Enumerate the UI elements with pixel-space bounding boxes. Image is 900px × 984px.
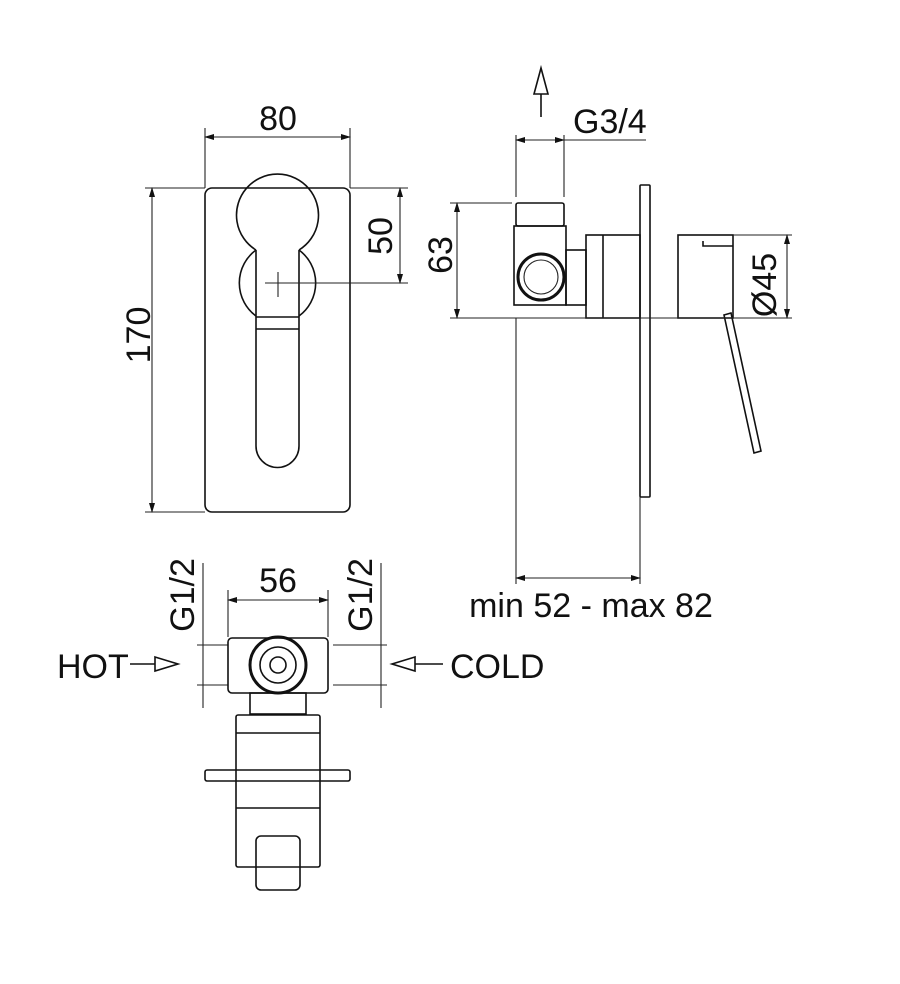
outlet-thread-label: G3/4 bbox=[573, 103, 647, 141]
handle-notch bbox=[702, 241, 733, 247]
outlet-bore bbox=[259, 646, 297, 684]
front-view: 80 170 50 bbox=[120, 100, 408, 513]
body-neck bbox=[249, 692, 307, 715]
outlet-cap bbox=[515, 202, 565, 227]
lever-side bbox=[723, 311, 762, 455]
dimension-56: 56 bbox=[259, 562, 297, 600]
inlet-thread bbox=[516, 252, 566, 302]
dimension-170: 170 bbox=[120, 307, 158, 364]
hot-arrow-icon bbox=[154, 655, 181, 673]
dimension-diameter-45: Ø45 bbox=[746, 253, 784, 317]
handle-rosette bbox=[235, 173, 320, 251]
lever-top bbox=[255, 835, 301, 891]
cover-plate-top bbox=[204, 769, 351, 782]
inlet-bore bbox=[523, 259, 559, 295]
cover-plate-side bbox=[639, 184, 651, 498]
dimension-50: 50 bbox=[362, 217, 400, 255]
cold-arrow-icon bbox=[389, 655, 416, 673]
cold-label: COLD bbox=[450, 648, 544, 686]
inlet-thread-right: G1/2 bbox=[342, 558, 380, 632]
outlet-thread-top bbox=[248, 635, 308, 695]
cartridge-body bbox=[585, 234, 641, 319]
cover-plate bbox=[204, 187, 351, 513]
lever-handle bbox=[255, 250, 300, 469]
side-view: G3/4 63 Ø45 min 52 - max 82 bbox=[422, 64, 792, 625]
top-view: 56 G1/2 G1/2 HOT COLD bbox=[57, 558, 544, 891]
cartridge-top bbox=[235, 714, 321, 868]
outlet-arrow-icon bbox=[532, 64, 550, 95]
outlet-center bbox=[269, 656, 287, 674]
inlet-thread-left: G1/2 bbox=[164, 558, 202, 632]
dimension-depth: min 52 - max 82 bbox=[469, 587, 713, 625]
hot-label: HOT bbox=[57, 648, 129, 686]
dimension-63: 63 bbox=[422, 236, 460, 274]
body-connector bbox=[565, 249, 587, 306]
handle-body bbox=[677, 234, 734, 319]
dimension-80: 80 bbox=[259, 100, 297, 138]
